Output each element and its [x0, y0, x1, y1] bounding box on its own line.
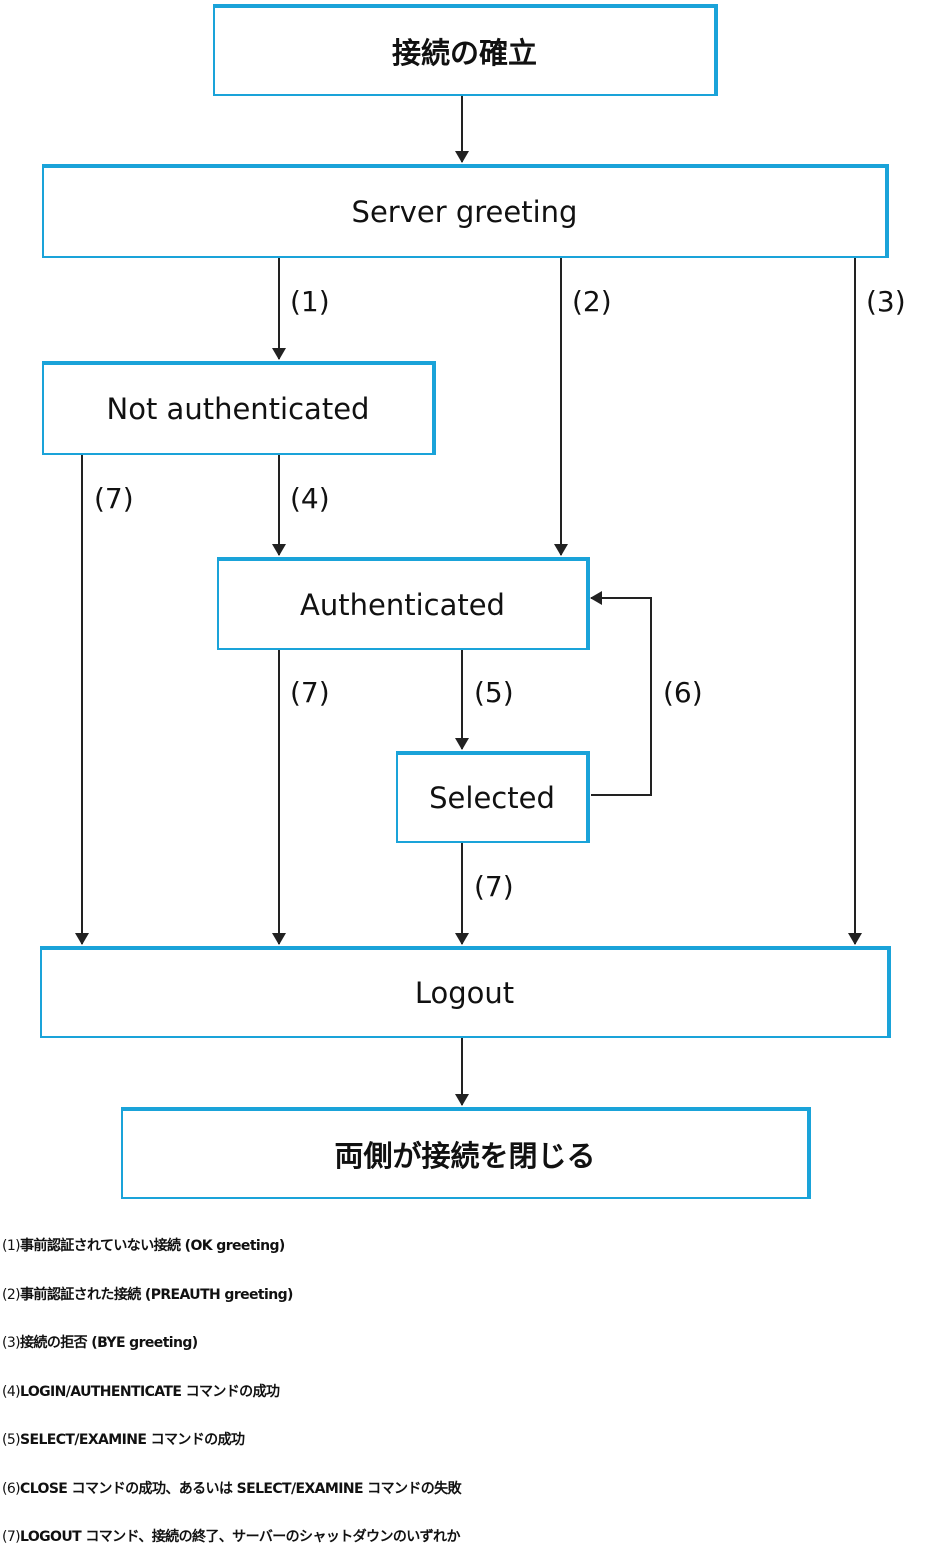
- legend-number: (2): [2, 1286, 21, 1303]
- label-transition-4: (4): [290, 482, 330, 515]
- legend-item-2: (2)事前認証された接続 (PREAUTH greeting): [2, 1271, 947, 1320]
- label-transition-5: (5): [474, 676, 514, 709]
- legend-text: LOGIN/AUTHENTICATE コマンドの成功: [20, 1383, 280, 1400]
- legend-text: 事前認証された接続 (PREAUTH greeting): [20, 1286, 293, 1303]
- arrows-layer: [75, 96, 862, 1106]
- box-authenticated: Authenticated: [217, 557, 590, 650]
- box-both-close: 両側が接続を閉じる: [121, 1107, 811, 1199]
- legend-text: CLOSE コマンドの成功、あるいは SELECT/EXAMINE コマンドの失…: [20, 1480, 462, 1497]
- state-diagram: 接続の確立 Server greeting Not authenticated …: [40, 4, 906, 1199]
- arrow-6: [590, 591, 652, 796]
- legend-item-6: (6)CLOSE コマンドの成功、あるいは SELECT/EXAMINE コマン…: [2, 1465, 947, 1514]
- legend-item-5: (5)SELECT/EXAMINE コマンドの成功: [2, 1416, 947, 1465]
- box-selected: Selected: [396, 751, 590, 843]
- box-not-authenticated: Not authenticated: [42, 361, 436, 455]
- label-transition-7-selected: (7): [474, 870, 514, 903]
- legend-item-1: (1)事前認証されていない接続 (OK greeting): [2, 1222, 947, 1271]
- label-transition-6: (6): [663, 676, 703, 709]
- legend: (1)事前認証されていない接続 (OK greeting) (2)事前認証された…: [2, 1222, 947, 1562]
- label-transition-7-not-auth: (7): [94, 482, 134, 515]
- legend-item-7: (7)LOGOUT コマンド、接続の終了、サーバーのシャットダウンのいずれか: [2, 1513, 947, 1562]
- legend-text: SELECT/EXAMINE コマンドの成功: [20, 1432, 245, 1448]
- label-transition-1: (1): [290, 285, 330, 318]
- legend-number: (5): [2, 1432, 21, 1448]
- box-server-greeting: Server greeting: [42, 164, 889, 258]
- legend-text: LOGOUT コマンド、接続の終了、サーバーのシャットダウンのいずれか: [20, 1529, 460, 1545]
- legend-text: 接続の拒否 (BYE greeting): [20, 1335, 198, 1351]
- label-transition-7-authenticated: (7): [290, 676, 330, 709]
- box-establish-connection: 接続の確立: [213, 4, 718, 96]
- label-transition-3: (3): [866, 285, 906, 318]
- legend-number: (3): [2, 1335, 21, 1351]
- legend-number: (7): [2, 1529, 21, 1545]
- legend-text: 事前認証されていない接続 (OK greeting): [20, 1238, 285, 1254]
- legend-number: (4): [2, 1383, 21, 1400]
- legend-number: (1): [2, 1238, 21, 1254]
- legend-item-4: (4)LOGIN/AUTHENTICATE コマンドの成功: [2, 1368, 947, 1417]
- legend-number: (6): [2, 1480, 21, 1497]
- box-logout: Logout: [40, 946, 891, 1038]
- label-transition-2: (2): [572, 285, 612, 318]
- legend-item-3: (3)接続の拒否 (BYE greeting): [2, 1319, 947, 1368]
